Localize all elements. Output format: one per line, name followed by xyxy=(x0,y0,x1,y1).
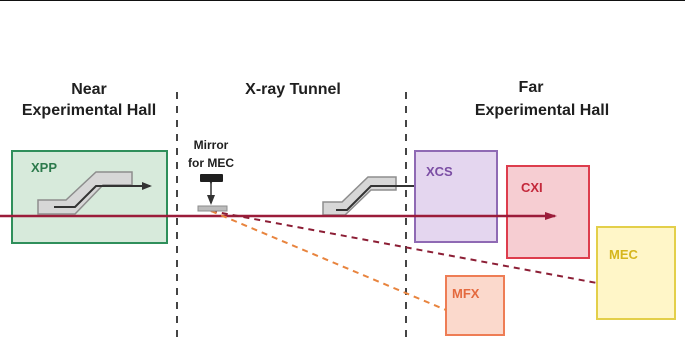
xpp-offset-mirror xyxy=(37,171,133,215)
near-hall-title-line2: Experimental Hall xyxy=(22,102,156,119)
cxi-station xyxy=(506,165,590,259)
near-hall-title-line1: Near xyxy=(71,81,107,98)
mfx-branch-beam xyxy=(210,210,447,311)
mirror-title-line1: Mirror xyxy=(194,138,229,152)
tunnel-title: X-ray Tunnel xyxy=(245,81,341,98)
tunnel-offset-mirror xyxy=(322,176,397,216)
top-rule xyxy=(0,0,685,1)
cxi-label: CXI xyxy=(521,180,543,195)
mfx-station xyxy=(445,275,505,336)
mec-station xyxy=(596,226,676,320)
mirror-title-line2: for MEC xyxy=(188,156,234,170)
far-hall-title-line1: Far xyxy=(519,79,544,96)
mfx-label: MFX xyxy=(452,286,480,301)
xpp-beam-arrow xyxy=(54,182,152,208)
mirror-lower-block xyxy=(197,205,228,212)
far-hall-title-line2: Experimental Hall xyxy=(475,102,609,119)
xcs-station xyxy=(414,150,498,243)
mec-label: MEC xyxy=(609,247,639,262)
xcs-label: XCS xyxy=(426,164,453,179)
xpp-label: XPP xyxy=(31,160,57,175)
mirror-upper-block xyxy=(200,174,223,182)
